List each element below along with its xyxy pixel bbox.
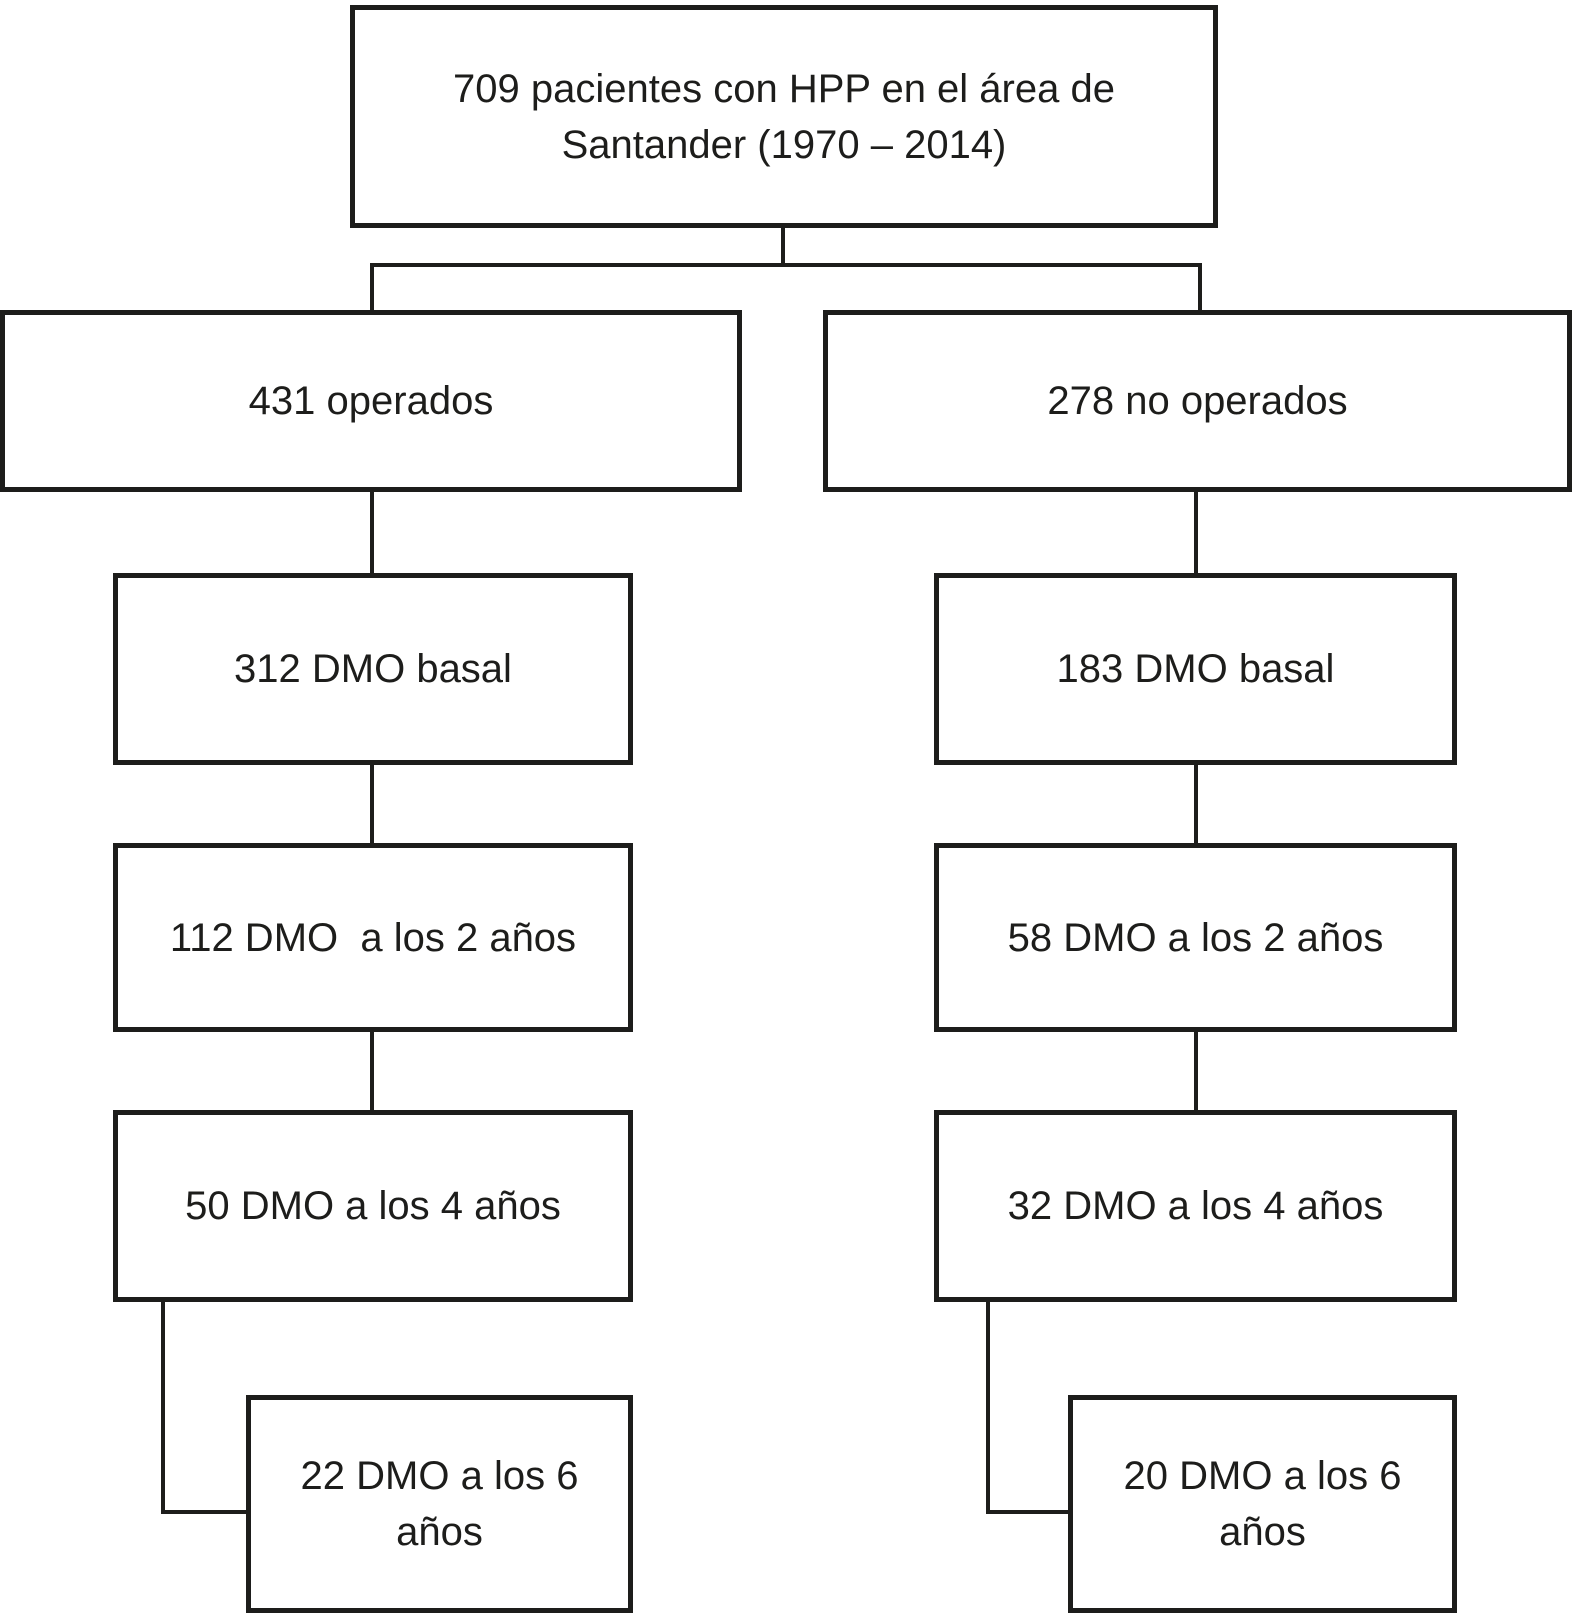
node-operated-dmo-basal-label: 312 DMO basal (234, 647, 512, 691)
connector-basal-to-2y-right (1194, 763, 1198, 845)
node-operated: 431 operados (0, 310, 742, 492)
node-operated-dmo-6-anos-label-line1: 22 DMO a los 6 (300, 1454, 579, 1498)
node-operated-dmo-2-anos: 112 DMO a los 2 años (113, 843, 633, 1032)
connector-operated-to-basal (370, 490, 374, 575)
node-total-patients-label-line2: Santander (1970 – 2014) (561, 122, 1007, 167)
connector-root-stem (781, 226, 785, 267)
node-not-operated-dmo-6-anos: 20 DMO a los 6 años (1068, 1395, 1457, 1613)
connector-basal-to-2y-left (370, 763, 374, 845)
connector-not-operated-to-basal (1194, 490, 1198, 575)
node-not-operated-dmo-6-anos-label-line2: años (1219, 1510, 1306, 1554)
node-operated-dmo-4-anos: 50 DMO a los 4 años (113, 1110, 633, 1302)
connector-2y-to-4y-right (1194, 1030, 1198, 1112)
node-not-operated-label: 278 no operados (1047, 379, 1348, 423)
connector-drop-left (370, 263, 374, 312)
node-operated-dmo-6-anos: 22 DMO a los 6 años (246, 1395, 633, 1613)
node-not-operated-dmo-basal: 183 DMO basal (934, 573, 1457, 765)
node-not-operated: 278 no operados (823, 310, 1572, 492)
node-operated-dmo-2-anos-label: 112 DMO a los 2 años (169, 915, 577, 960)
node-not-operated-dmo-4-anos: 32 DMO a los 4 años (934, 1110, 1457, 1302)
node-operated-dmo-4-anos-label: 50 DMO a los 4 años (185, 1184, 561, 1228)
node-operated-label: 431 operados (248, 379, 494, 423)
node-not-operated-dmo-2-anos-label: 58 DMO a los 2 años (1007, 915, 1384, 960)
connector-4y-to-6y-left-horizontal (161, 1510, 251, 1514)
node-operated-dmo-basal: 312 DMO basal (113, 573, 633, 765)
connector-4y-to-6y-right-vertical (986, 1300, 990, 1514)
node-operated-dmo-6-anos-label-line2: años (396, 1510, 483, 1554)
connector-split-bar (370, 263, 1202, 267)
node-total-patients: 709 pacientes con HPP en el área de Sant… (350, 5, 1218, 228)
connector-drop-right (1198, 263, 1202, 312)
node-not-operated-dmo-4-anos-label: 32 DMO a los 4 años (1007, 1184, 1384, 1228)
connector-4y-to-6y-left-vertical (161, 1300, 165, 1514)
node-not-operated-dmo-2-anos: 58 DMO a los 2 años (934, 843, 1457, 1032)
connector-4y-to-6y-right-horizontal (986, 1510, 1073, 1514)
node-not-operated-dmo-basal-label: 183 DMO basal (1056, 647, 1335, 691)
connector-2y-to-4y-left (370, 1030, 374, 1112)
node-total-patients-label-line1: 709 pacientes con HPP en el área de (453, 66, 1115, 111)
node-not-operated-dmo-6-anos-label-line1: 20 DMO a los 6 (1123, 1454, 1402, 1498)
